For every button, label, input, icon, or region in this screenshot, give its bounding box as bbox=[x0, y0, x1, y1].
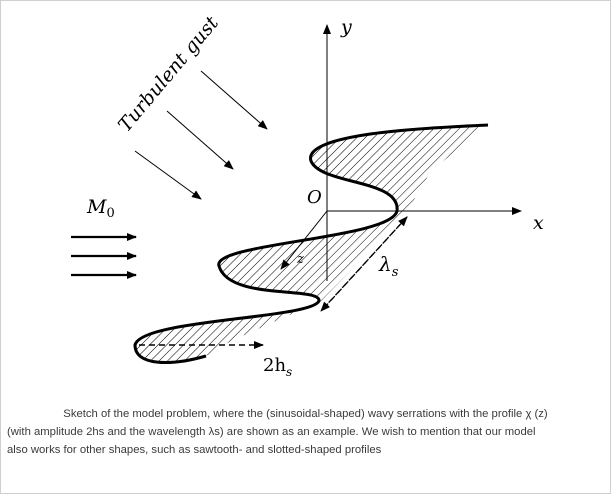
mach-label: M0 bbox=[86, 196, 115, 221]
serration-profile-curve bbox=[133, 123, 489, 364]
caption-line-2: (with amplitude 2hs and the wavelength λ… bbox=[7, 426, 536, 438]
z-axis bbox=[280, 210, 328, 270]
z-axis-label: z bbox=[296, 252, 304, 267]
model-problem-sketch: Turbulent gust M0 O x y z λs 2hs bbox=[71, 12, 544, 379]
origin-label: O bbox=[307, 187, 322, 208]
gust-arrow bbox=[166, 110, 234, 170]
serration-hatched-region bbox=[135, 125, 488, 363]
gust-arrow bbox=[200, 70, 268, 130]
gust-label: Turbulent gust bbox=[114, 12, 223, 136]
figure-caption: Sketch of the model problem, where the (… bbox=[7, 405, 604, 459]
y-axis-label: y bbox=[340, 16, 352, 38]
caption-line-3: also works for other shapes, such as saw… bbox=[7, 444, 382, 456]
caption-line-1: Sketch of the model problem, where the (… bbox=[63, 408, 548, 420]
gust-arrow bbox=[134, 150, 202, 200]
wavelength-label: λs bbox=[378, 252, 399, 280]
amplitude-label: 2hs bbox=[263, 355, 292, 379]
wavelength-dimension-back bbox=[320, 216, 408, 312]
x-axis-label: x bbox=[533, 212, 544, 234]
